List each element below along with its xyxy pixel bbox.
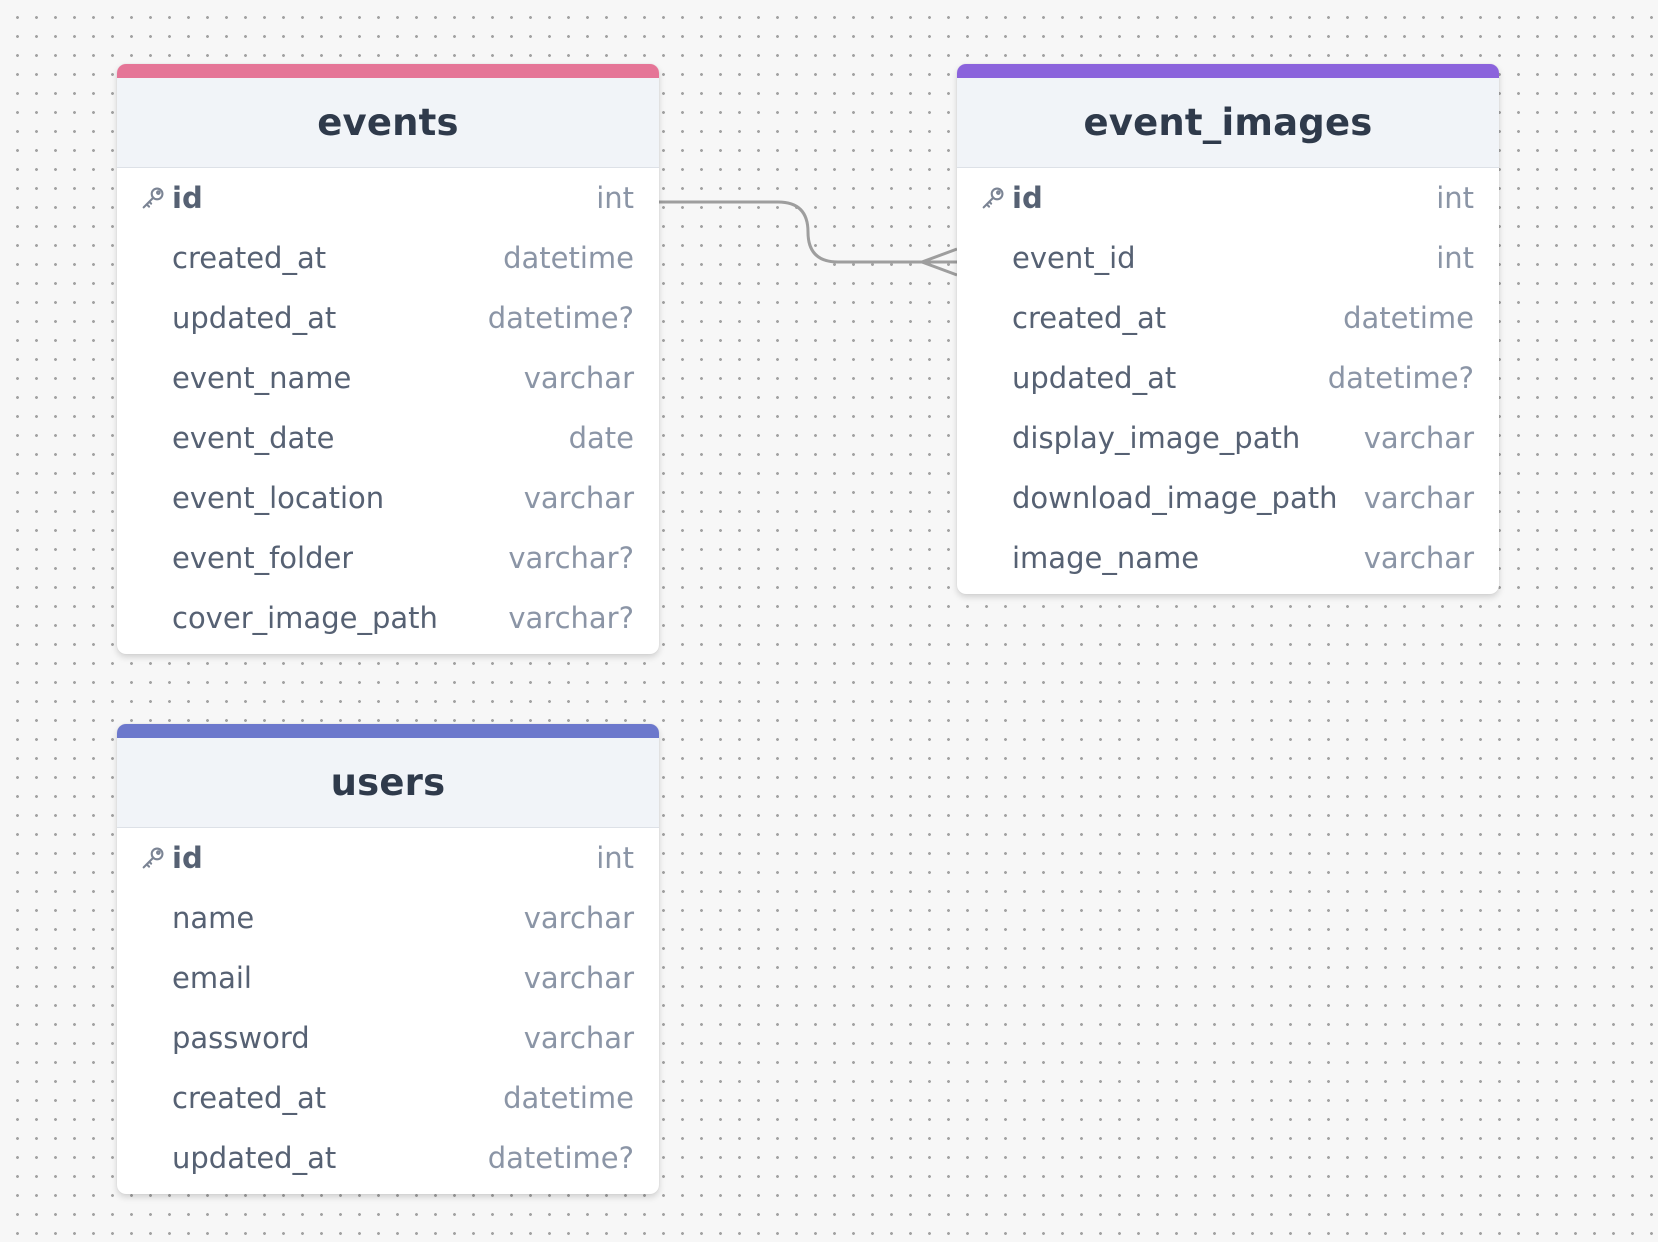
primary-key-icon bbox=[139, 184, 167, 212]
field-name: display_image_path bbox=[1012, 421, 1301, 455]
field-row-image-name[interactable]: image_name varchar bbox=[957, 528, 1499, 588]
field-type: int bbox=[596, 841, 634, 875]
field-row-created-at[interactable]: created_at datetime bbox=[117, 228, 659, 288]
field-type: datetime? bbox=[487, 1141, 634, 1175]
field-name: download_image_path bbox=[1012, 481, 1338, 515]
field-type: int bbox=[1436, 181, 1474, 215]
field-type: varchar? bbox=[508, 541, 634, 575]
field-list: id int name varchar email varchar password varc… bbox=[117, 828, 659, 1188]
field-type: varchar bbox=[1363, 421, 1474, 455]
primary-key-icon bbox=[139, 844, 167, 872]
field-name: event_location bbox=[172, 481, 385, 515]
field-type: varchar bbox=[523, 361, 634, 395]
relation-events-event-images[interactable] bbox=[659, 200, 957, 264]
field-row-name[interactable]: name varchar bbox=[117, 888, 659, 948]
field-row-password[interactable]: password varchar bbox=[117, 1008, 659, 1068]
field-type: datetime bbox=[503, 241, 634, 275]
field-list: id int event_id int created_at datetime update… bbox=[957, 168, 1499, 588]
field-name: updated_at bbox=[172, 1141, 337, 1175]
field-row-event-location[interactable]: event_location varchar bbox=[117, 468, 659, 528]
field-type: datetime? bbox=[1327, 361, 1474, 395]
field-row-created-at[interactable]: created_at datetime bbox=[957, 288, 1499, 348]
field-name: event_name bbox=[172, 361, 352, 395]
field-row-id[interactable]: id int bbox=[117, 168, 659, 228]
table-header[interactable]: event_images bbox=[957, 78, 1499, 168]
field-row-updated-at[interactable]: updated_at datetime? bbox=[957, 348, 1499, 408]
field-row-updated-at[interactable]: updated_at datetime? bbox=[117, 1128, 659, 1188]
table-title: event_images bbox=[1083, 101, 1373, 144]
field-name: id bbox=[172, 181, 203, 215]
field-name: password bbox=[172, 1021, 310, 1055]
field-row-event-folder[interactable]: event_folder varchar? bbox=[117, 528, 659, 588]
table-title: events bbox=[317, 101, 459, 144]
field-name: id bbox=[1012, 181, 1043, 215]
field-name: created_at bbox=[172, 1081, 327, 1115]
field-type: datetime bbox=[1343, 301, 1474, 335]
field-row-event-id[interactable]: event_id int bbox=[957, 228, 1499, 288]
field-type: varchar bbox=[523, 1021, 634, 1055]
field-type: date bbox=[568, 421, 634, 455]
field-name: email bbox=[172, 961, 252, 995]
field-type: int bbox=[1436, 241, 1474, 275]
table-title: users bbox=[330, 761, 446, 804]
primary-key-icon bbox=[979, 184, 1007, 212]
field-name: updated_at bbox=[172, 301, 337, 335]
field-row-event-date[interactable]: event_date date bbox=[117, 408, 659, 468]
table-accent-bar bbox=[117, 64, 659, 78]
field-row-event-name[interactable]: event_name varchar bbox=[117, 348, 659, 408]
field-row-id[interactable]: id int bbox=[957, 168, 1499, 228]
field-type: varchar bbox=[1363, 481, 1474, 515]
field-type: varchar bbox=[523, 961, 634, 995]
field-type: int bbox=[596, 181, 634, 215]
field-row-display-image-path[interactable]: display_image_path varchar bbox=[957, 408, 1499, 468]
table-events[interactable]: events id int created_at datetime updated_at… bbox=[117, 64, 659, 654]
field-name: created_at bbox=[1012, 301, 1167, 335]
field-list: id int created_at datetime updated_at datetim… bbox=[117, 168, 659, 648]
field-name: name bbox=[172, 901, 255, 935]
field-row-download-image-path[interactable]: download_image_path varchar bbox=[957, 468, 1499, 528]
field-name: event_id bbox=[1012, 241, 1136, 275]
field-name: id bbox=[172, 841, 203, 875]
field-type: datetime? bbox=[487, 301, 634, 335]
table-accent-bar bbox=[957, 64, 1499, 78]
table-accent-bar bbox=[117, 724, 659, 738]
field-name: created_at bbox=[172, 241, 327, 275]
table-header[interactable]: events bbox=[117, 78, 659, 168]
field-row-id[interactable]: id int bbox=[117, 828, 659, 888]
field-row-updated-at[interactable]: updated_at datetime? bbox=[117, 288, 659, 348]
field-type: datetime bbox=[503, 1081, 634, 1115]
field-type: varchar bbox=[523, 481, 634, 515]
crows-foot-icon bbox=[917, 247, 958, 277]
field-row-created-at[interactable]: created_at datetime bbox=[117, 1068, 659, 1128]
field-type: varchar bbox=[1363, 541, 1474, 575]
field-name: event_folder bbox=[172, 541, 354, 575]
field-name: image_name bbox=[1012, 541, 1200, 575]
field-name: cover_image_path bbox=[172, 601, 438, 635]
field-name: event_date bbox=[172, 421, 335, 455]
field-type: varchar bbox=[523, 901, 634, 935]
field-row-email[interactable]: email varchar bbox=[117, 948, 659, 1008]
table-header[interactable]: users bbox=[117, 738, 659, 828]
field-row-cover-image-path[interactable]: cover_image_path varchar? bbox=[117, 588, 659, 648]
field-type: varchar? bbox=[508, 601, 634, 635]
field-name: updated_at bbox=[1012, 361, 1177, 395]
